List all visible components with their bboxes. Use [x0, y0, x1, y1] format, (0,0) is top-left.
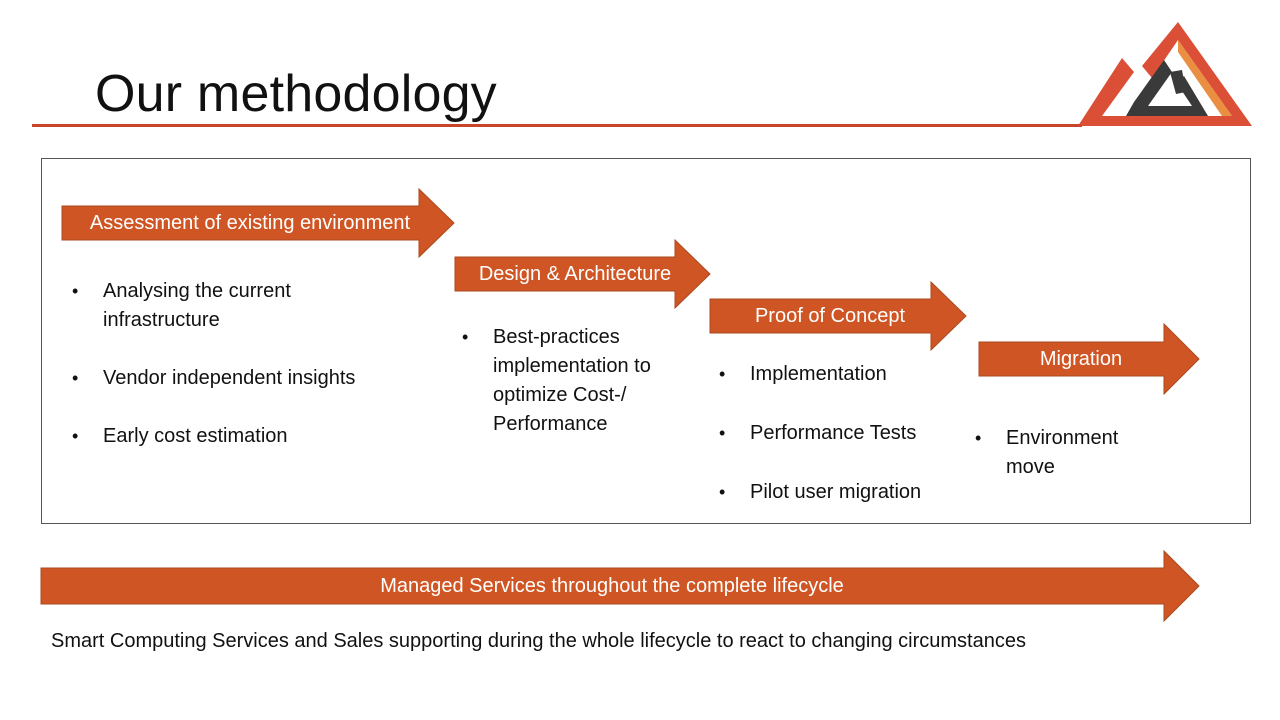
list-item: Early cost estimation [72, 422, 412, 451]
phase-label: Migration [1039, 347, 1123, 370]
phase-label: Proof of Concept [754, 304, 906, 327]
managed-services-label: Managed Services throughout the complete… [380, 574, 844, 597]
list-item: Analysing the current infrastructure [72, 277, 412, 335]
slide-title: Our methodology [95, 65, 497, 123]
phase-label: Assessment of existing environment [89, 211, 411, 234]
phase-label: Design & Architecture [478, 262, 672, 285]
methodology-panel [41, 158, 1251, 524]
triangular-logo-icon [1078, 22, 1252, 126]
assessment-bullets: Analysing the current infrastructure Ven… [72, 277, 412, 451]
phase-arrow-assessment: Assessment of existing environment [61, 188, 455, 258]
list-item: Environment move [975, 424, 1155, 482]
list-item: Implementation [719, 360, 969, 389]
phase-arrow-poc: Proof of Concept [709, 281, 967, 351]
phase-arrow-design: Design & Architecture [454, 239, 711, 309]
list-item: Pilot user migration [719, 478, 969, 507]
managed-services-arrow: Managed Services throughout the complete… [40, 550, 1200, 622]
list-item: Best-practices implementation to optimiz… [462, 323, 667, 439]
list-item: Vendor independent insights [72, 364, 412, 393]
title-underline [32, 124, 1082, 127]
footer-text: Smart Computing Services and Sales suppo… [51, 630, 1026, 652]
design-bullets: Best-practices implementation to optimiz… [462, 323, 667, 439]
migration-bullets: Environment move [975, 424, 1155, 482]
phase-arrow-migration: Migration [978, 323, 1200, 395]
list-item: Performance Tests [719, 419, 969, 448]
poc-bullets: Implementation Performance Tests Pilot u… [719, 360, 969, 507]
